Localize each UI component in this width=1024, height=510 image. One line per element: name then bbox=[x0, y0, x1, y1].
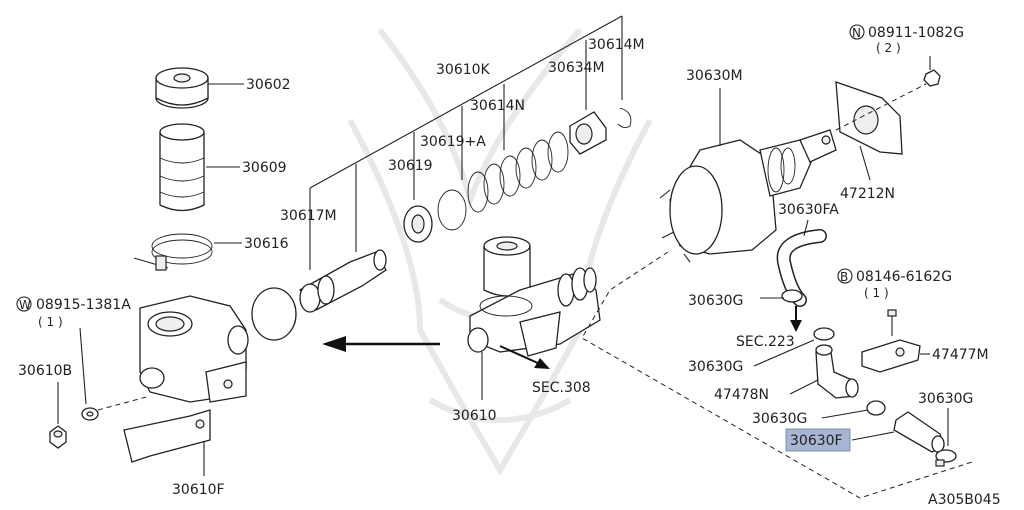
label-08146-6162G: 08146-6162G bbox=[856, 269, 952, 285]
label-30630F[interactable]: 30630F bbox=[790, 433, 843, 449]
leader-30630F bbox=[851, 431, 895, 441]
part-47478N-connector[interactable] bbox=[815, 344, 859, 399]
part-30630G-clamp-d[interactable] bbox=[935, 449, 957, 467]
label-30630G-b: 30630G bbox=[688, 359, 743, 375]
part-master-cylinder-body[interactable] bbox=[139, 295, 249, 403]
qty-08146: ( 1 ) bbox=[864, 286, 889, 300]
label-30610B: 30610B bbox=[18, 363, 72, 379]
assembly-direction-arrow bbox=[322, 336, 440, 352]
label-30630G-a: 30630G bbox=[688, 293, 743, 309]
leader-47212N bbox=[859, 145, 871, 181]
part-30602-reservoir-cap[interactable] bbox=[155, 67, 209, 109]
label-30610K: 30610K bbox=[436, 62, 491, 78]
qty-08915: ( 1 ) bbox=[38, 315, 63, 329]
highlight-box-30630F[interactable] bbox=[785, 428, 851, 452]
part-primary-piston[interactable] bbox=[299, 249, 387, 313]
part-30634M-seal[interactable] bbox=[569, 111, 607, 155]
prefix-b: B bbox=[840, 270, 848, 284]
label-sec308: SEC.308 bbox=[532, 380, 591, 396]
label-47478N: 47478N bbox=[714, 387, 769, 403]
prefix-circle-n bbox=[849, 24, 865, 40]
leader-30630FA bbox=[803, 219, 809, 237]
dashed-line-washer bbox=[97, 395, 151, 411]
qty-08911: ( 2 ) bbox=[876, 41, 901, 55]
label-30610: 30610 bbox=[452, 408, 497, 424]
part-30610F-bracket[interactable] bbox=[123, 409, 211, 463]
part-08911-nut[interactable] bbox=[923, 69, 941, 87]
kit-leader-frame bbox=[309, 15, 623, 270]
prefix-n: N bbox=[852, 26, 861, 40]
label-30616: 30616 bbox=[244, 236, 289, 252]
part-30630F-hose[interactable] bbox=[893, 411, 945, 453]
label-30630FA: 30630FA bbox=[778, 202, 839, 218]
part-08146-bolt[interactable] bbox=[887, 309, 897, 336]
label-08915-1381A: 08915-1381A bbox=[36, 297, 131, 313]
part-47212N-gasket[interactable] bbox=[835, 81, 903, 155]
part-30617M-boot[interactable] bbox=[251, 287, 297, 341]
label-30630G-c: 30630G bbox=[752, 411, 807, 427]
label-30634M: 30634M bbox=[548, 60, 605, 76]
label-47212N: 47212N bbox=[840, 186, 895, 202]
part-washer[interactable] bbox=[81, 407, 99, 421]
part-30630G-clamp-a[interactable] bbox=[781, 289, 803, 303]
label-30619: 30619 bbox=[388, 158, 433, 174]
prefix-circle-b bbox=[837, 268, 853, 284]
part-30619-washer[interactable] bbox=[403, 205, 433, 243]
part-30610-master-cylinder[interactable] bbox=[467, 236, 601, 357]
label-47477M: 47477M bbox=[932, 347, 989, 363]
leader-30630G-c bbox=[821, 409, 869, 419]
part-30630G-clamp-c[interactable] bbox=[866, 400, 886, 416]
label-30602: 30602 bbox=[246, 77, 291, 93]
arrow-sec223 bbox=[790, 306, 802, 332]
leader-08915 bbox=[79, 327, 87, 405]
part-30616-clamp[interactable] bbox=[133, 233, 213, 271]
part-30614M-clip[interactable] bbox=[617, 107, 632, 129]
part-30610B-nut[interactable] bbox=[49, 425, 67, 449]
part-30630M-brake-booster[interactable] bbox=[659, 129, 837, 263]
part-30630G-clamp-b[interactable] bbox=[813, 327, 835, 341]
part-30614N-spring[interactable] bbox=[467, 131, 569, 213]
dashed-outline-vacuum bbox=[581, 251, 973, 499]
label-30619A: 30619+A bbox=[420, 134, 486, 150]
label-30617M: 30617M bbox=[280, 208, 337, 224]
prefix-circle-w bbox=[16, 296, 32, 312]
prefix-w: W bbox=[19, 298, 31, 312]
label-30609: 30609 bbox=[242, 160, 287, 176]
leader-30630G-b bbox=[753, 339, 815, 367]
part-30619A-snap-ring[interactable] bbox=[437, 189, 467, 231]
diagram-code: A305B045 bbox=[928, 492, 1001, 508]
part-30609-reservoir[interactable] bbox=[159, 123, 205, 212]
leader-47478N bbox=[789, 379, 819, 395]
label-30630M: 30630M bbox=[686, 68, 743, 84]
label-30614M: 30614M bbox=[588, 37, 645, 53]
arrow-sec308 bbox=[499, 345, 550, 369]
part-47477M-bracket[interactable] bbox=[861, 339, 921, 373]
label-08911-1082G: 08911-1082G bbox=[868, 25, 964, 41]
label-30614N: 30614N bbox=[470, 98, 525, 114]
label-sec223: SEC.223 bbox=[736, 334, 795, 350]
dashed-line-gasket bbox=[835, 83, 927, 131]
label-30610F: 30610F bbox=[172, 482, 225, 498]
label-30630G-d: 30630G bbox=[918, 391, 973, 407]
